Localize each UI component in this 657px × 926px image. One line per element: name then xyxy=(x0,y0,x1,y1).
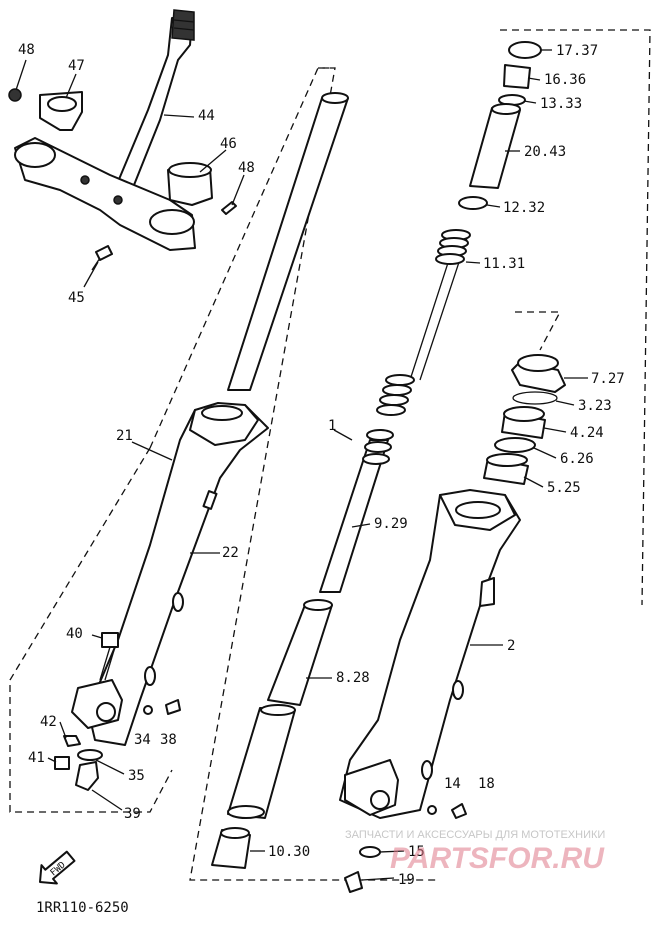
callout-46: 46 xyxy=(220,136,237,152)
callout-2: 2 xyxy=(507,638,515,654)
right-caliper-boss xyxy=(344,759,399,816)
lower-tube xyxy=(227,704,296,819)
callout-34: 34 xyxy=(134,732,151,748)
washer-12 xyxy=(458,196,488,210)
oil-seal xyxy=(501,406,546,439)
steering-stem xyxy=(111,9,195,201)
callout-21: 21 xyxy=(116,428,133,444)
oil-lock-piece xyxy=(211,827,251,869)
callout-40: 40 xyxy=(66,626,83,642)
dust-seal xyxy=(511,354,566,393)
callout-45: 45 xyxy=(68,290,85,306)
callout-41: 41 xyxy=(28,750,45,766)
callout-9-29: 9.29 xyxy=(374,516,408,532)
callout-6-26: 6.26 xyxy=(560,451,594,467)
fork-spring xyxy=(376,229,471,416)
callout-35: 35 xyxy=(128,768,145,784)
right-outer-tube xyxy=(339,489,521,819)
watermark: ЗАПЧАСТИ И АКСЕССУАРЫ ДЛЯ МОТОТЕХНИКИ PA… xyxy=(345,829,605,875)
callout-labels: 48 47 44 46 48 45 17.37 16.36 13.33 20.4… xyxy=(18,42,625,916)
callout-17-37: 17.37 xyxy=(556,43,598,59)
retaining-clip xyxy=(512,391,558,405)
left-outer-tube xyxy=(87,402,269,746)
watermark-logo: PARTSFOR.RU xyxy=(390,842,605,875)
callout-15: 15 xyxy=(408,844,425,860)
callout-39: 39 xyxy=(124,806,141,822)
damper-rod xyxy=(319,429,394,593)
callout-18: 18 xyxy=(478,776,495,792)
callout-1: 1 xyxy=(328,418,336,434)
cap-bolt xyxy=(508,41,542,59)
callout-12-32: 12.32 xyxy=(503,200,545,216)
callout-10-30: 10.30 xyxy=(268,844,310,860)
callout-8-28: 8.28 xyxy=(336,670,370,686)
callout-19: 19 xyxy=(398,872,415,888)
callout-7-27: 7.27 xyxy=(591,371,625,387)
outer-bushing xyxy=(483,453,529,485)
slide-pipe xyxy=(267,599,333,706)
bolt-48-right xyxy=(221,201,237,215)
under-bracket xyxy=(14,137,196,251)
small-parts-right xyxy=(344,803,467,893)
bolt-48-left xyxy=(8,88,22,102)
callout-22: 22 xyxy=(222,545,239,561)
leader-lines xyxy=(15,49,588,881)
group-outline-center xyxy=(189,67,440,881)
callout-13-33: 13.33 xyxy=(540,96,582,112)
callout-38: 38 xyxy=(160,732,177,748)
collar-46 xyxy=(167,162,213,206)
bolt-45 xyxy=(91,245,113,271)
small-parts-left xyxy=(54,699,181,791)
front-direction-arrow: FWD xyxy=(39,850,76,885)
callout-11-31: 11.31 xyxy=(483,256,525,272)
spacer-nut xyxy=(503,64,531,89)
callout-42: 42 xyxy=(40,714,57,730)
spacer-tube xyxy=(469,103,521,189)
callout-48-left: 48 xyxy=(18,42,35,58)
callout-14: 14 xyxy=(444,776,461,792)
group-outline-left-fork xyxy=(9,67,335,813)
watermark-caption: ЗАПЧАСТИ И АКСЕССУАРЫ ДЛЯ МОТОТЕХНИКИ xyxy=(345,829,605,841)
group-outline-right-fork xyxy=(500,29,651,606)
callout-47: 47 xyxy=(68,58,85,74)
left-caliper-boss xyxy=(71,679,123,729)
callout-4-24: 4.24 xyxy=(570,425,604,441)
callout-3-23: 3.23 xyxy=(578,398,612,414)
diagram-code: 1RR110-6250 xyxy=(36,900,129,916)
callout-16-36: 16.36 xyxy=(544,72,586,88)
inner-tube xyxy=(227,92,349,391)
callout-5-25: 5.25 xyxy=(547,480,581,496)
upper-clamp xyxy=(39,91,83,131)
washer-6 xyxy=(494,437,536,453)
callout-44: 44 xyxy=(198,108,215,124)
bolt-40 xyxy=(99,632,119,681)
callout-20-43: 20.43 xyxy=(524,144,566,160)
callout-48-right: 48 xyxy=(238,160,255,176)
